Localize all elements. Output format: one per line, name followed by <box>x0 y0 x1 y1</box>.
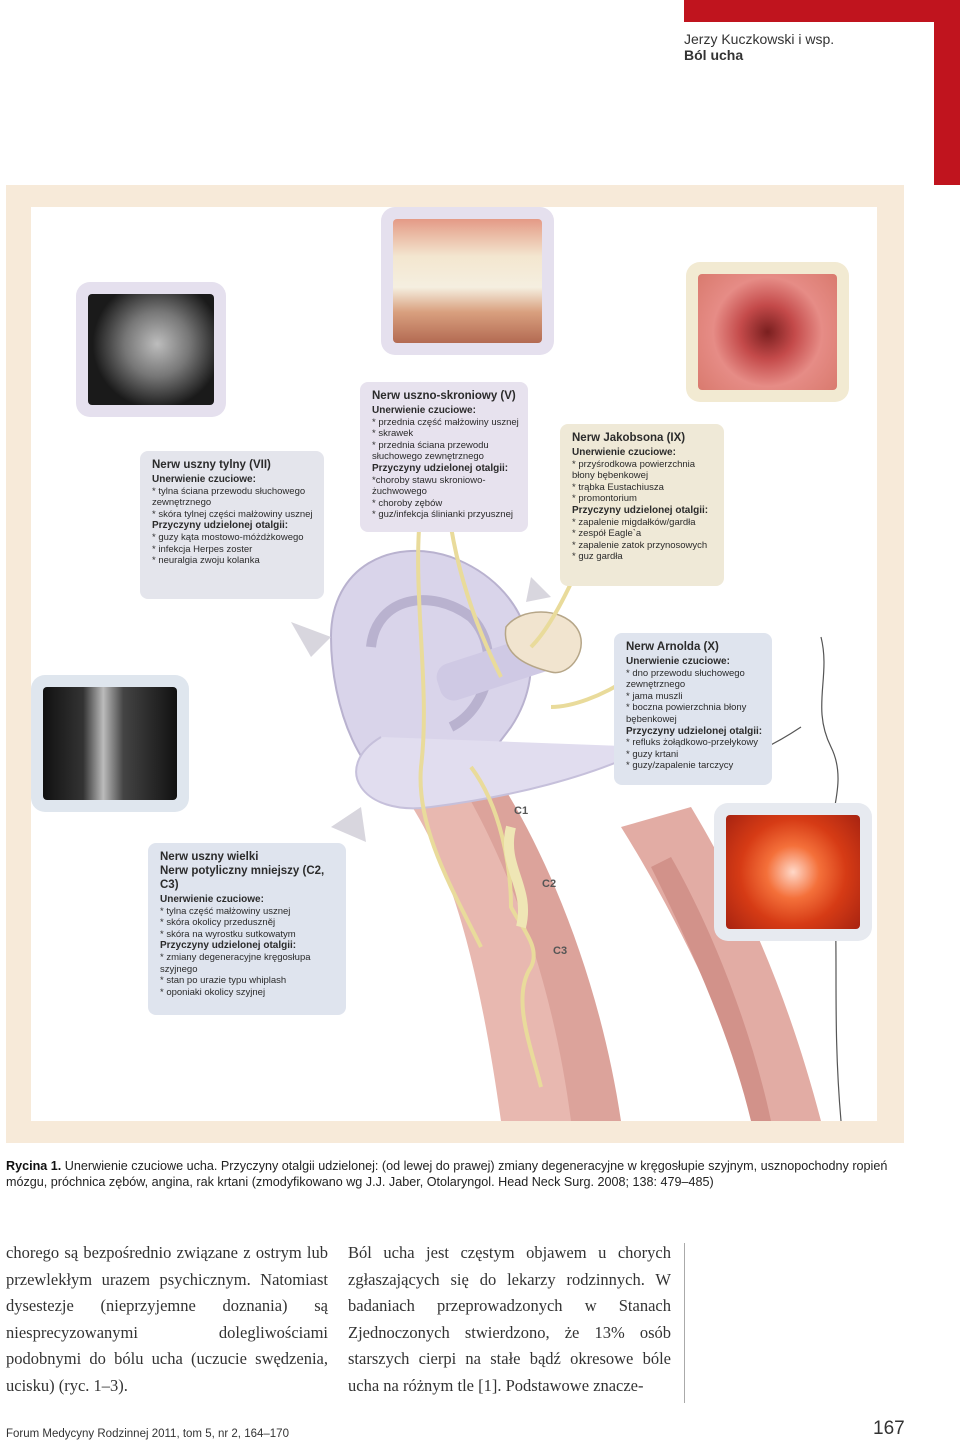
caption-text: Unerwienie czuciowe ucha. Przyczyny otal… <box>6 1159 888 1189</box>
panel-item: * jama muszli <box>626 690 683 702</box>
panel-item: * guzy/zapalenie tarczycy <box>626 760 734 772</box>
figure-illustration: Nerw uszno-skroniowy (V) Unerwienie czuc… <box>31 207 877 1121</box>
spine-xray-frame <box>31 675 189 812</box>
panel-causes-head: Przyczyny udzielonej otalgii: <box>572 504 709 516</box>
panel-title: Nerw uszny wielki <box>160 851 259 863</box>
panel-sensory-head: Unerwienie czuciowe: <box>372 405 476 416</box>
body-text-right-column: Ból ucha jest częstym objawem u chorych … <box>348 1243 671 1395</box>
tonsil-image <box>698 274 837 390</box>
panel-posterior-auricular-nerve: Nerw uszny tylny (VII) Unerwienie czucio… <box>140 451 324 599</box>
panel-causes-head: Przyczyny udzielonej otalgii: <box>152 520 289 532</box>
mri-photo-frame <box>76 282 226 417</box>
panel-item: * skrawek <box>372 428 414 440</box>
running-head-author: Jerzy Kuczkowski i wsp. <box>684 31 835 47</box>
panel-item: * refluks żołądkowo-przełykowy <box>626 737 758 749</box>
panel-item: * boczna powierzchnia błony bębenkowej <box>626 702 747 725</box>
figure-caption: Rycina 1. Unerwienie czuciowe ucha. Przy… <box>6 1158 906 1190</box>
teeth-image <box>393 219 542 343</box>
panel-sensory-head: Unerwienie czuciowe: <box>160 894 264 905</box>
column-divider <box>684 1243 685 1403</box>
panel-item: * guzy kąta mostowo-móżdżkowego <box>152 531 304 543</box>
panel-item: * stan po urazie typu whiplash <box>160 975 287 987</box>
panel-item: * infekcja Herpes zoster <box>152 543 253 555</box>
panel-item: * dno przewodu słuchowego zewnętrznego <box>626 667 745 691</box>
panel-item: * tylna ściana przewodu słuchowego zewnę… <box>152 485 306 509</box>
larynx-photo-frame <box>714 803 872 941</box>
panel-causes-head: Przyczyny udzielonej otalgii: <box>160 940 297 952</box>
teeth-photo-frame <box>381 207 554 355</box>
panel-item: * przyśrodkowa powierzchnia błony bębenk… <box>572 458 696 482</box>
panel-item: * guzy krtani <box>626 748 679 760</box>
panel-arnold-nerve: Nerw Arnolda (X) Unerwienie czuciowe: * … <box>614 633 772 785</box>
panel-item: * przednia ściana przewodu słuchowego ze… <box>372 439 489 463</box>
panel-item: * tylna część małżowiny usznej <box>160 905 291 917</box>
panel-item: * guz gardła <box>572 551 623 563</box>
panel-item: * zmiany degeneracyjne kręgosłupa szyjne… <box>160 951 311 975</box>
panel-title: Nerw Jakobsona (IX) <box>572 432 686 444</box>
panel-title: Nerw Arnolda (X) <box>626 641 719 653</box>
header-accent-bar <box>684 0 960 22</box>
panel-causes-head: Przyczyny udzielonej otalgii: <box>626 725 763 737</box>
caption-label: Rycina 1. <box>6 1159 62 1173</box>
panel-item: * trąbka Eustachiusza <box>572 481 664 493</box>
nerve-label-c1: C1 <box>514 805 529 817</box>
body-text-left-column: chorego są bezpośrednio związane z ostry… <box>6 1243 328 1395</box>
panel-sensory-head: Unerwienie czuciowe: <box>152 474 256 485</box>
panel-sensory-head: Unerwienie czuciowe: <box>572 447 676 458</box>
nerve-label-c3: C3 <box>553 945 568 957</box>
panel-item: * oponiaki okolicy szyjnej <box>160 986 266 998</box>
panel-item: * guz/infekcja ślinianki przyusznej <box>372 509 513 521</box>
panel-title: Nerw uszny tylny (VII) <box>152 459 271 471</box>
panel-item: * zapalenie migdałków/gardła <box>572 516 696 528</box>
panel-item: * skóra na wyrostku sutkowatym <box>160 928 296 940</box>
panel-item: * promontorium <box>572 493 637 505</box>
panel-item: * skóra okolicy przeduszněj <box>160 917 276 929</box>
panel-jacobson-nerve: Nerw Jakobsona (IX) Unerwienie czuciowe:… <box>560 424 724 586</box>
panel-item: * zapalenie zatok przynosowych <box>572 539 708 551</box>
panel-causes-head: Przyczyny udzielonej otalgii: <box>372 462 509 474</box>
panel-sensory-head: Unerwienie czuciowe: <box>626 656 730 667</box>
panel-subtitle: Nerw potyliczny mniejszy (C2, C3) <box>160 865 325 891</box>
panel-auriculotemporal-nerve: Nerw uszno-skroniowy (V) Unerwienie czuc… <box>360 382 528 532</box>
header-accent-side <box>934 22 960 185</box>
panel-item: * przednia część małżowiny usznej <box>372 416 519 428</box>
larynx-image <box>726 815 860 929</box>
tonsil-photo-frame <box>686 262 849 402</box>
panel-item: * skóra tylnej części małżowiny usznej <box>152 508 313 520</box>
panel-great-auricular-nerve: Nerw uszny wielki Nerw potyliczny mniejs… <box>148 843 346 1015</box>
footer-journal-citation: Forum Medycyny Rodzinnej 2011, tom 5, nr… <box>6 1428 289 1440</box>
panel-title: Nerw uszno-skroniowy (V) <box>372 390 516 402</box>
panel-item: *choroby stawu skroniowo-żuchwowego <box>372 474 486 498</box>
nerve-label-c2: C2 <box>542 878 557 890</box>
page-number: 167 <box>873 1418 905 1439</box>
panel-item: * neuralgia zwoju kolanka <box>152 555 260 567</box>
mri-head-image <box>88 294 214 405</box>
panel-item: * zespół Eagle`a <box>572 528 642 540</box>
running-head-title: Ból ucha <box>684 47 744 63</box>
panel-item: * choroby zębów <box>372 497 443 509</box>
cervical-spine-xray <box>43 687 177 800</box>
anatomy-drawing <box>291 506 842 1121</box>
